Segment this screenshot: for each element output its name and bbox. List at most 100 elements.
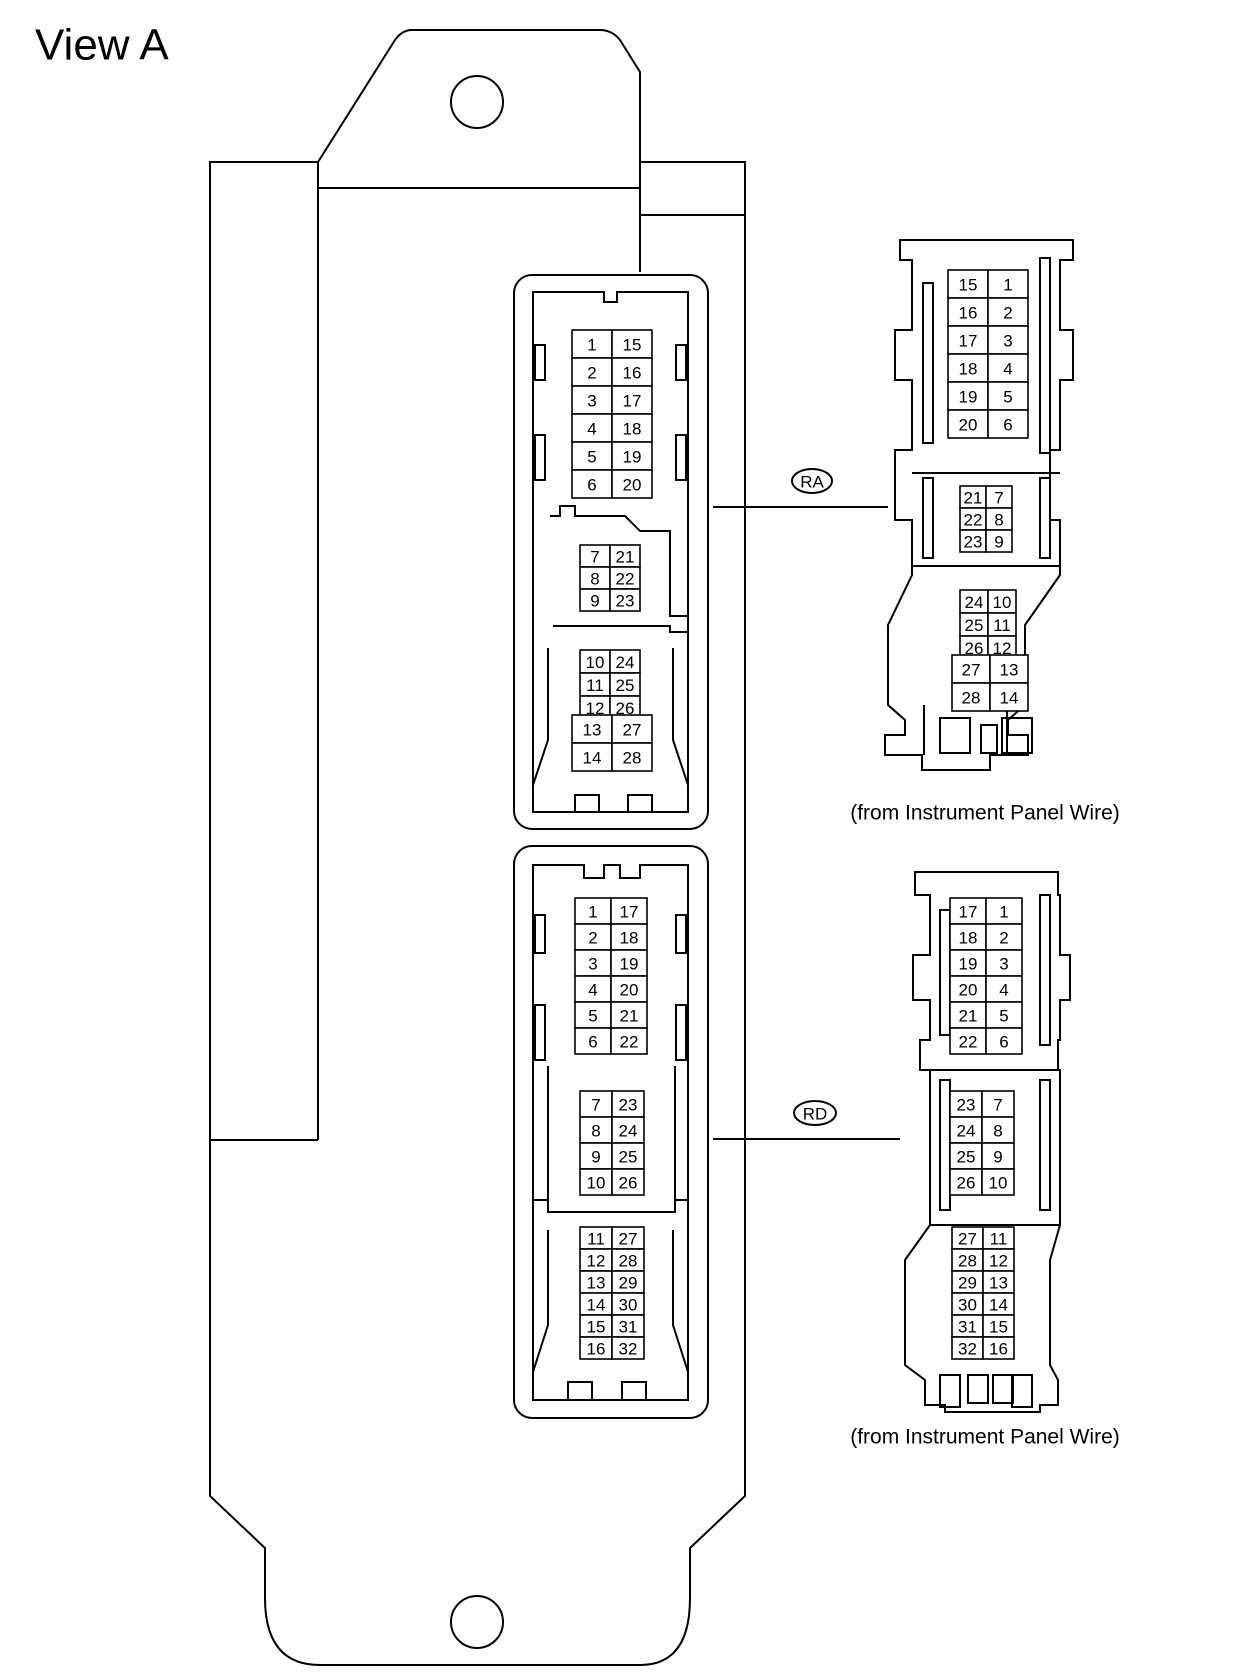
pin-number: 7 <box>994 489 1003 508</box>
pin-number: 9 <box>590 592 599 611</box>
pin-cell <box>611 1142 645 1170</box>
pin-number: 19 <box>959 388 978 407</box>
pin-number: 11 <box>993 616 1011 635</box>
pin-cell <box>611 469 653 499</box>
pin-number: 20 <box>620 981 639 1000</box>
pin-cell <box>611 385 653 415</box>
pin-cell <box>610 1027 648 1055</box>
pin-number: 31 <box>958 1318 977 1337</box>
rd-caption: (from Instrument Panel Wire) <box>850 1426 1120 1449</box>
pin-number: 11 <box>586 676 604 695</box>
pin-number: 16 <box>623 364 642 383</box>
pin-cell <box>985 1001 1023 1029</box>
pin-number: 26 <box>619 1174 638 1193</box>
pin-cell <box>949 1090 983 1118</box>
pin-number: 18 <box>623 420 642 439</box>
pin-number: 5 <box>1003 388 1012 407</box>
pin-cell <box>987 269 1029 299</box>
pin-number: 3 <box>587 392 596 411</box>
pin-cell <box>985 923 1023 951</box>
pin-number: 7 <box>591 1096 600 1115</box>
pin-number: 13 <box>989 1274 1008 1293</box>
pin-number: 6 <box>588 1033 597 1052</box>
pin-number: 12 <box>989 1252 1008 1271</box>
pin-number: 29 <box>958 1274 977 1293</box>
pin-number: 25 <box>965 616 984 635</box>
pin-number: 32 <box>958 1340 977 1359</box>
pin-cell <box>949 1168 983 1196</box>
ra-callout: RA <box>713 468 888 508</box>
pin-cell <box>985 897 1023 925</box>
pin-number: 26 <box>957 1174 976 1193</box>
pin-number: 24 <box>616 653 635 672</box>
pin-number: 13 <box>587 1274 606 1293</box>
pin-number: 18 <box>959 360 978 379</box>
pin-cell <box>987 409 1029 439</box>
pin-cell <box>571 357 613 387</box>
pin-number: 25 <box>957 1148 976 1167</box>
pin-number: 16 <box>587 1340 606 1359</box>
pin-number: 4 <box>999 981 1008 1000</box>
pin-number: 20 <box>959 981 978 1000</box>
pin-number: 24 <box>619 1122 638 1141</box>
pin-number: 15 <box>959 276 978 295</box>
pin-cell <box>947 353 989 383</box>
rd-label-badge <box>793 1100 837 1126</box>
pin-number: 17 <box>959 903 978 922</box>
pin-number: 9 <box>591 1148 600 1167</box>
pin-number: 29 <box>619 1274 638 1293</box>
pin-number: 22 <box>964 511 983 530</box>
pin-number: 3 <box>1003 332 1012 351</box>
pin-number: 21 <box>616 548 635 567</box>
pin-number: 10 <box>993 593 1012 612</box>
pin-number: 1 <box>999 903 1008 922</box>
pin-cell <box>574 975 612 1003</box>
ra-caption: (from Instrument Panel Wire) <box>850 802 1120 825</box>
pin-number: 5 <box>587 448 596 467</box>
pin-number: 18 <box>959 929 978 948</box>
pin-number: 19 <box>959 955 978 974</box>
pin-number: 2 <box>999 929 1008 948</box>
pin-cell <box>985 529 1013 553</box>
pin-number: 5 <box>999 1007 1008 1026</box>
pin-number: 2 <box>587 364 596 383</box>
pin-number: 25 <box>616 676 635 695</box>
pin-cell <box>574 1001 612 1029</box>
pin-number: 13 <box>583 721 602 740</box>
pin-number: 23 <box>964 533 983 552</box>
pin-cell <box>610 923 648 951</box>
ra-unit-socket <box>513 274 709 830</box>
pin-number: 28 <box>623 749 642 768</box>
ra-label-badge <box>791 468 833 494</box>
pin-number: 10 <box>989 1174 1008 1193</box>
pin-number: 11 <box>587 1230 605 1249</box>
pin-number: 22 <box>959 1033 978 1052</box>
pin-number: 21 <box>959 1007 978 1026</box>
pin-cell <box>611 1336 645 1360</box>
pin-number: 27 <box>619 1230 638 1249</box>
pin-cell <box>610 1001 648 1029</box>
pin-number: 20 <box>623 476 642 495</box>
pin-cell <box>982 1336 1015 1360</box>
pin-cell <box>611 742 653 772</box>
pin-number: 30 <box>958 1296 977 1315</box>
pin-number: 24 <box>965 593 984 612</box>
pin-cell <box>949 975 987 1003</box>
pin-cell <box>579 1142 613 1170</box>
pin-number: 11 <box>990 1230 1008 1249</box>
pin-number: 14 <box>587 1296 606 1315</box>
pin-number: 22 <box>616 570 635 589</box>
pin-cell <box>610 949 648 977</box>
pin-number: 1 <box>588 903 597 922</box>
pin-number: 10 <box>586 653 605 672</box>
pin-number: 18 <box>620 929 639 948</box>
pin-number: 16 <box>959 304 978 323</box>
